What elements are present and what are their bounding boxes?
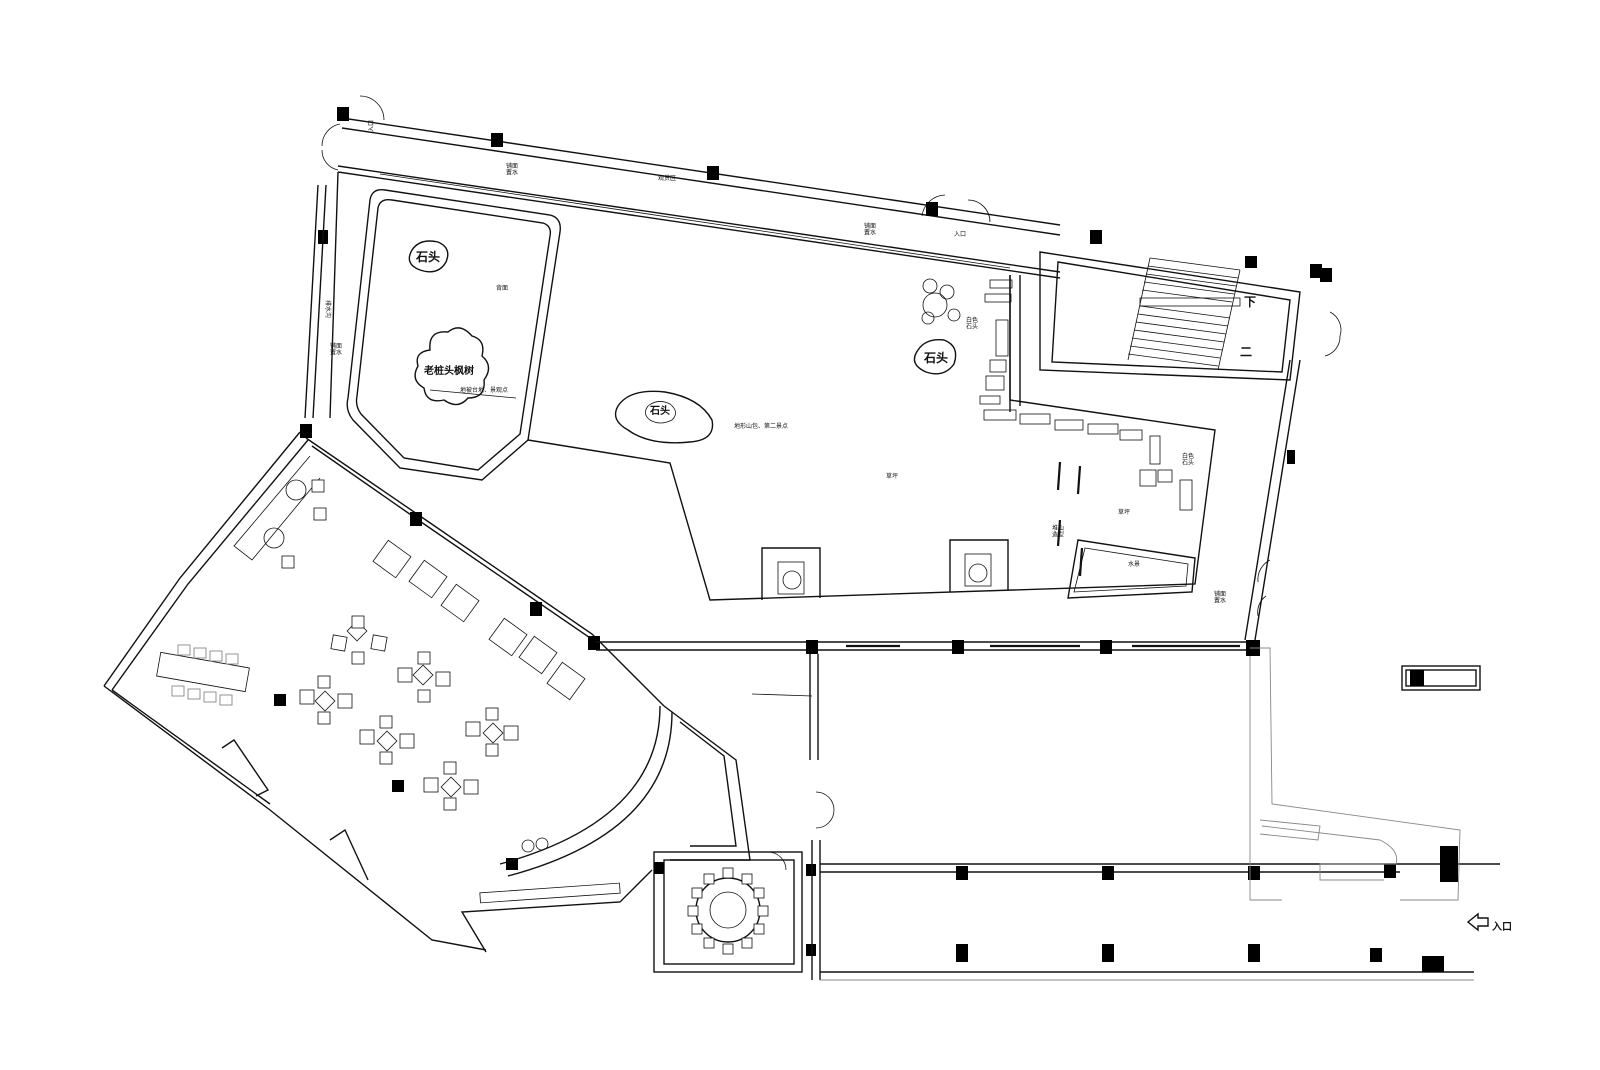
- garden-courtyard: [304, 171, 1216, 601]
- label-rockery: 堆山造型: [1052, 524, 1064, 539]
- label-paving-4: 铺面置水: [1214, 590, 1226, 605]
- label-paving-2: 铺面置水: [864, 222, 876, 237]
- label-tree: 老桩头枫树: [423, 364, 474, 377]
- label-stone-1: 石头: [415, 249, 440, 264]
- label-corridor: 观赏区: [658, 174, 676, 182]
- label-lawn-1: 草坪: [886, 472, 898, 480]
- label-water: 水景: [1128, 560, 1140, 568]
- private-dining-room: [653, 851, 816, 973]
- label-rock-note: 地形山包、第二景点: [734, 422, 788, 430]
- label-white-stone-2: 白色石头: [1182, 452, 1194, 467]
- top-corridor: [318, 95, 1322, 279]
- label-entrance-top-mid: 入口: [954, 231, 966, 238]
- label-drain: 排水沟: [324, 300, 332, 318]
- label-lawn-2: 草坪: [1118, 508, 1130, 516]
- label-pool-note: 背面: [496, 284, 508, 292]
- label-entrance-top-left: 入口: [368, 120, 375, 132]
- label-stair-down: 下: [1244, 295, 1256, 309]
- main-hall: [596, 640, 1500, 981]
- label-stair-up: 二: [1240, 345, 1252, 359]
- label-white-stone-1: 白色石头: [966, 316, 978, 331]
- stair-block: [1039, 251, 1342, 641]
- label-paving-3: 铺面置水: [330, 342, 342, 357]
- label-tree-note: 地被台地、景观点: [460, 386, 508, 394]
- plan-labels: 入口 入口 入口 石头 石头 石头 白色石头 白色石头 铺面置水 铺面置水 铺面…: [324, 120, 1512, 933]
- label-entrance-right: 入口: [1492, 921, 1512, 933]
- cafe-wing: [103, 424, 751, 953]
- label-stone-2: 石头: [923, 350, 948, 365]
- label-stone-3: 石头: [649, 404, 670, 417]
- label-paving-1: 铺面置水: [506, 162, 518, 177]
